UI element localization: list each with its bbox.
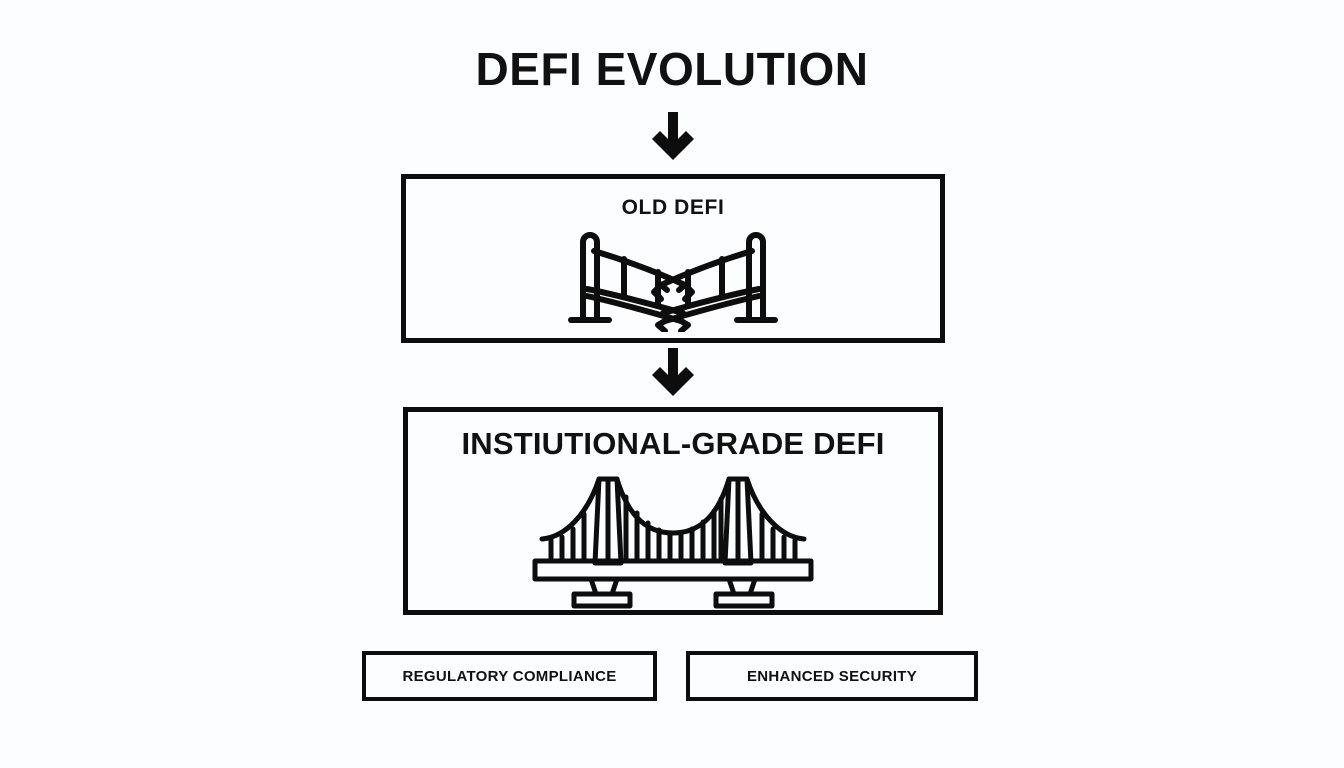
broken-bridge-icon bbox=[406, 226, 940, 332]
suspension-bridge-icon bbox=[408, 467, 938, 609]
stage-label-institutional-defi: INSTIUTIONAL-GRADE DEFI bbox=[461, 426, 885, 461]
stage-box-old-defi[interactable]: OLD DEFI bbox=[401, 174, 945, 343]
feature-label-regulatory-compliance: REGULATORY COMPLIANCE bbox=[402, 667, 617, 685]
arrow-down-icon bbox=[647, 112, 699, 168]
stage-label-old-defi: OLD DEFI bbox=[621, 196, 725, 219]
page-title: DEFI EVOLUTION bbox=[475, 43, 869, 95]
feature-box-enhanced-security[interactable]: ENHANCED SECURITY bbox=[686, 651, 978, 701]
stage-box-institutional-defi[interactable]: INSTIUTIONAL-GRADE DEFI bbox=[403, 407, 943, 615]
feature-box-regulatory-compliance[interactable]: REGULATORY COMPLIANCE bbox=[362, 651, 657, 701]
arrow-down-icon bbox=[647, 348, 699, 404]
feature-label-enhanced-security: ENHANCED SECURITY bbox=[746, 667, 918, 685]
